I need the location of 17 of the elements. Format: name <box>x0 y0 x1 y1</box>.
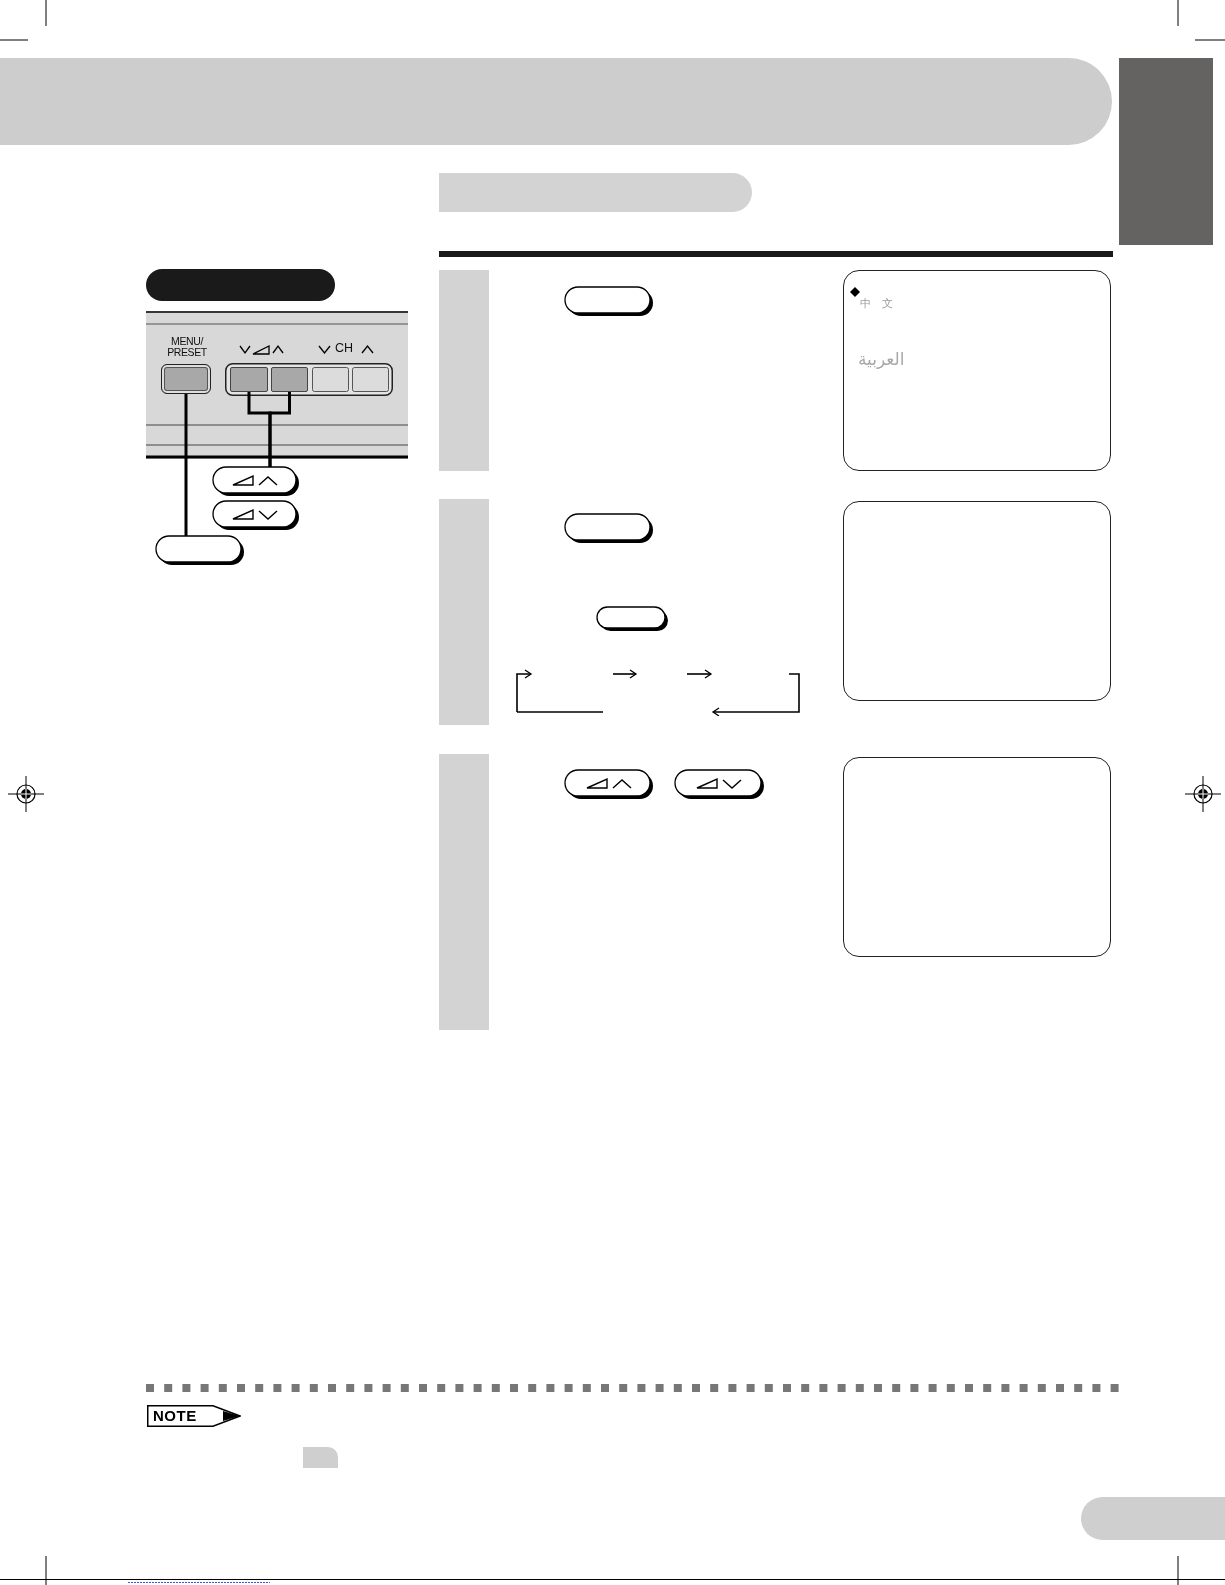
menu-option: 中 文 <box>860 298 893 311</box>
button-label: MENU/ PRESET <box>166 336 208 358</box>
leader-line <box>184 394 188 536</box>
screen-box <box>843 501 1111 701</box>
section-tab <box>1119 58 1213 245</box>
step-bar <box>439 270 489 471</box>
step-bar <box>439 499 489 725</box>
leader-line <box>268 392 291 467</box>
note-tag: NOTE <box>147 1405 241 1427</box>
menu-option: العربية <box>858 350 905 369</box>
button-label: CH <box>335 341 354 355</box>
panel-button <box>230 367 268 392</box>
panel-button <box>271 367 308 392</box>
subheading-band <box>439 173 752 212</box>
screen-box <box>843 270 1111 471</box>
screen-box <box>843 757 1111 957</box>
step-bar <box>439 754 489 1030</box>
